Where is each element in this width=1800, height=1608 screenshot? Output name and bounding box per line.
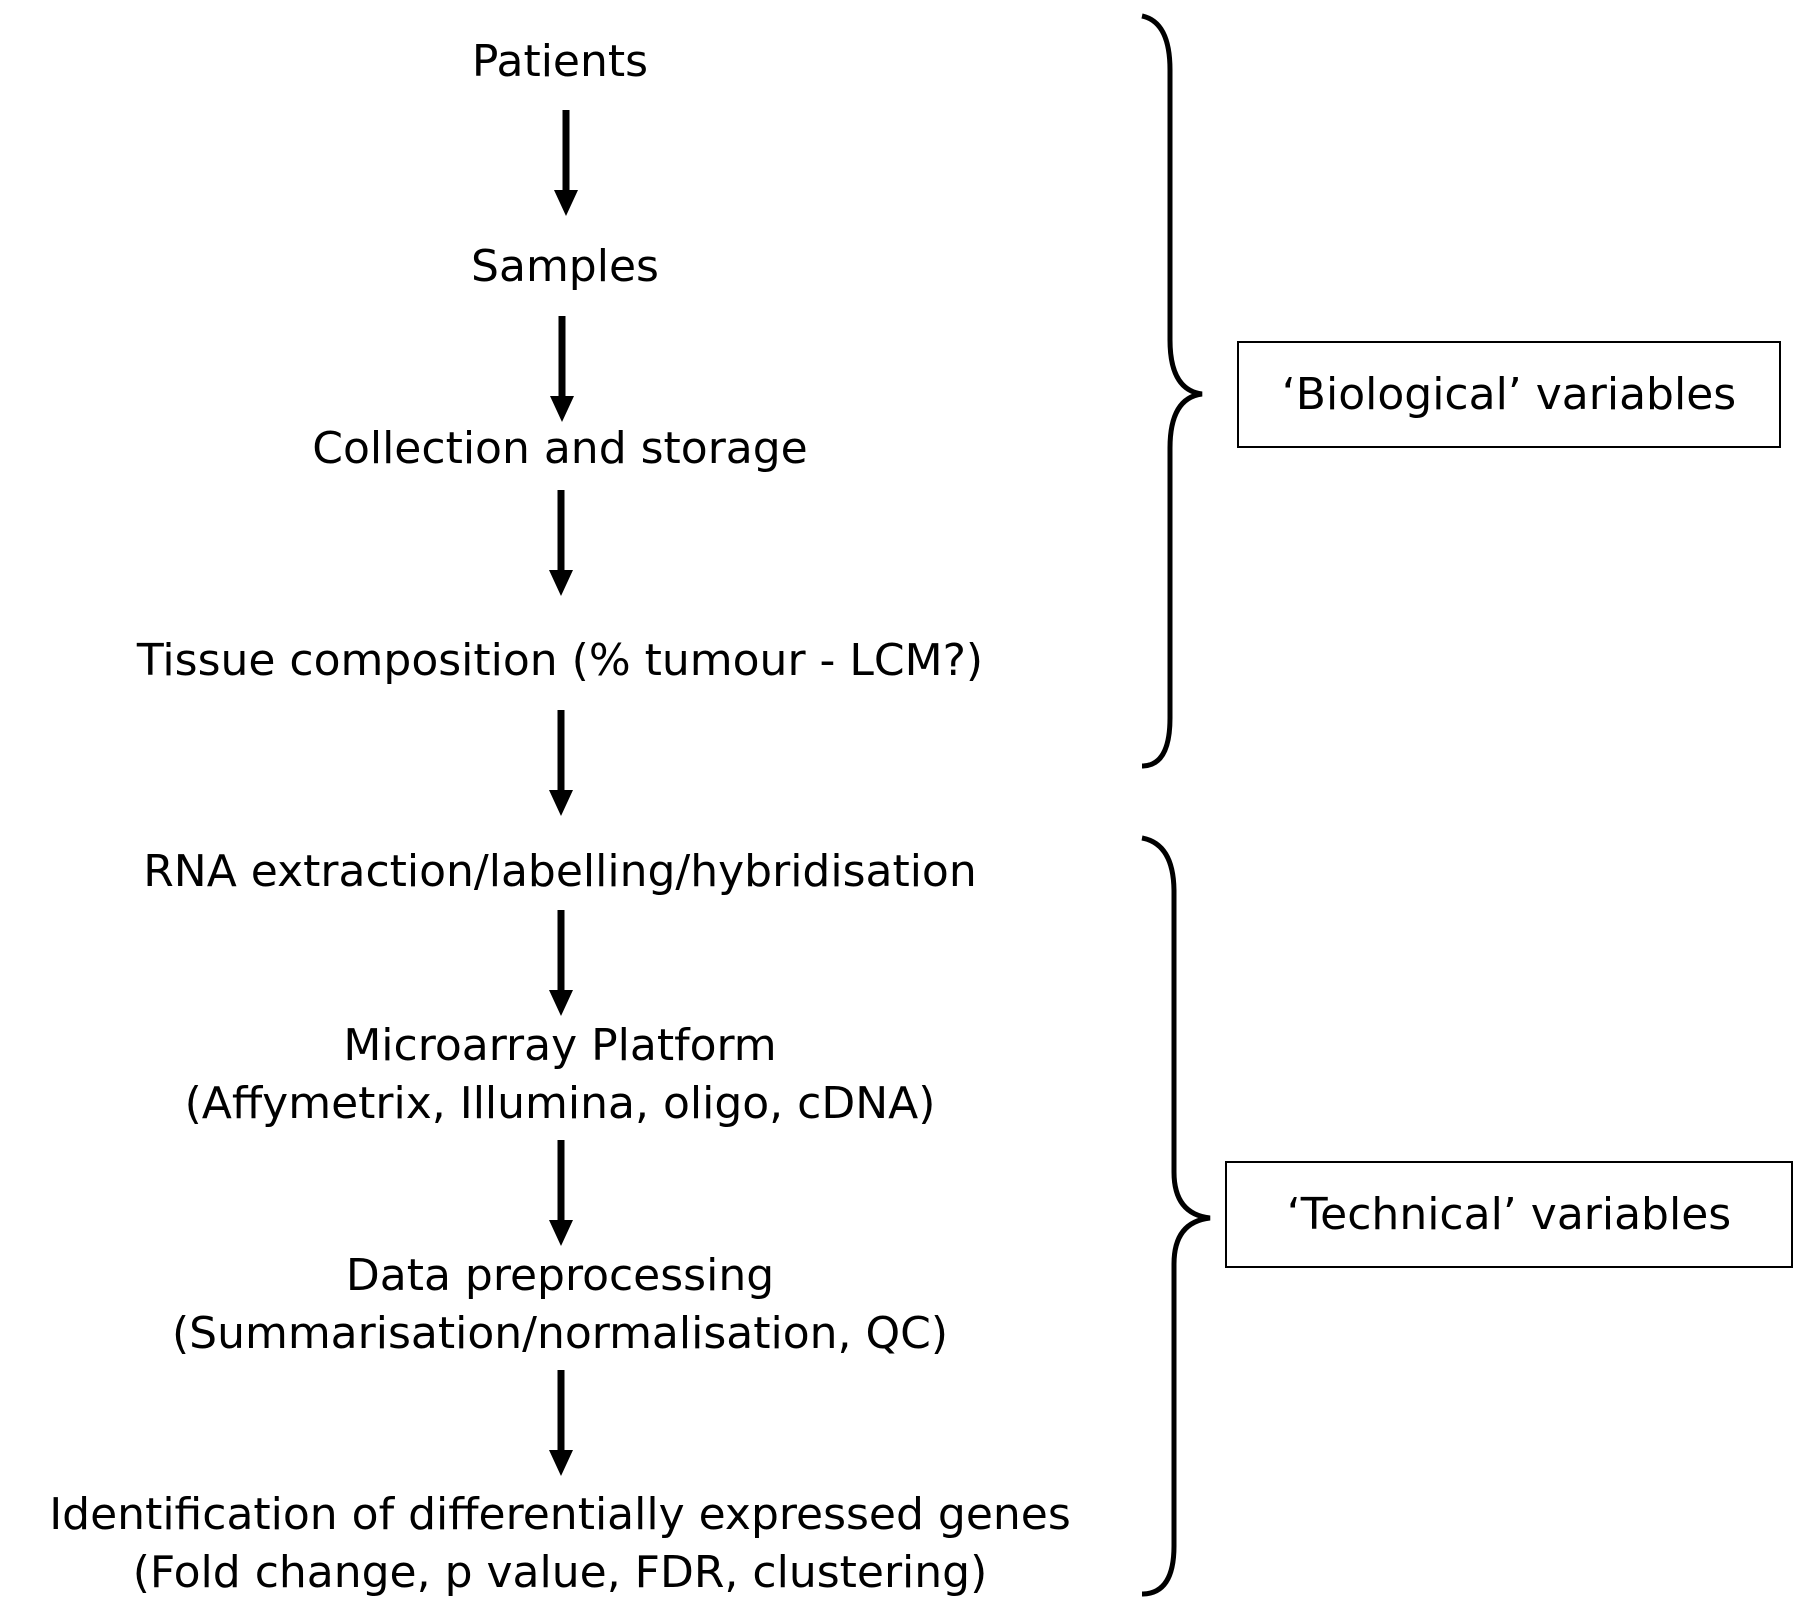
technical-variables-text: ‘Technical’ variables bbox=[1286, 1188, 1732, 1240]
step-detail: (Fold change, p value, FDR, clustering) bbox=[132, 1547, 988, 1598]
step-label: Patients bbox=[471, 36, 649, 87]
step-label: RNA extraction/labelling/hybridisation bbox=[143, 846, 977, 897]
step-label: Tissue composition (% tumour - LCM?) bbox=[136, 635, 984, 686]
step-samples: Samples bbox=[360, 238, 770, 296]
arrow-down-icon bbox=[554, 110, 578, 216]
step-label: Microarray Platform bbox=[343, 1020, 777, 1071]
step-collection-storage: Collection and storage bbox=[260, 420, 860, 478]
step-patients: Patients bbox=[360, 33, 760, 91]
arrow-down-icon bbox=[549, 490, 573, 596]
step-label: Identification of differentially express… bbox=[49, 1489, 1071, 1540]
arrow-down-icon bbox=[549, 1140, 573, 1246]
step-rna-extraction: RNA extraction/labelling/hybridisation bbox=[60, 843, 1060, 901]
technical-variables-label: ‘Technical’ variables bbox=[1225, 1161, 1793, 1268]
technical-brace bbox=[1141, 835, 1211, 1597]
step-detail: (Summarisation/normalisation, QC) bbox=[171, 1308, 949, 1359]
step-tissue-composition: Tissue composition (% tumour - LCM?) bbox=[60, 632, 1060, 690]
arrow-down-icon bbox=[549, 910, 573, 1016]
arrow-down-icon bbox=[549, 710, 573, 816]
step-label: Collection and storage bbox=[312, 423, 808, 474]
step-label: Data preprocessing bbox=[345, 1250, 775, 1301]
step-label: Samples bbox=[471, 241, 659, 292]
arrow-down-icon bbox=[550, 316, 574, 422]
step-microarray-platform: Microarray Platform (Affymetrix, Illumin… bbox=[60, 1017, 1060, 1133]
step-identification-degs: Identification of differentially express… bbox=[0, 1486, 1120, 1602]
biological-variables-text: ‘Biological’ variables bbox=[1281, 368, 1737, 420]
step-detail: (Affymetrix, Illumina, oligo, cDNA) bbox=[184, 1078, 936, 1129]
biological-brace bbox=[1141, 13, 1203, 769]
biological-variables-label: ‘Biological’ variables bbox=[1237, 341, 1781, 448]
arrow-down-icon bbox=[549, 1370, 573, 1476]
step-data-preprocessing: Data preprocessing (Summarisation/normal… bbox=[60, 1247, 1060, 1363]
